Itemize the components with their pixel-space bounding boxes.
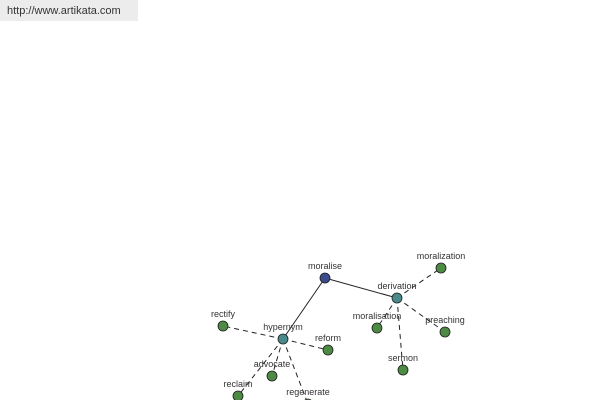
site-url-link[interactable]: http://www.artikata.com xyxy=(7,5,121,17)
graph-node-advocate[interactable]: advocate xyxy=(254,359,291,382)
edge-hypernym-reclaim xyxy=(237,338,284,397)
graph-node-reform[interactable]: reform xyxy=(315,333,341,356)
graph-node-moralise[interactable]: moralise xyxy=(308,261,342,284)
node-dot-moralization[interactable] xyxy=(435,262,447,274)
graph-node-moralization[interactable]: moralization xyxy=(417,251,466,274)
graph-node-hypernym[interactable]: hypernym xyxy=(263,322,303,345)
node-label-moralise: moralise xyxy=(308,261,342,271)
node-dot-rectify[interactable] xyxy=(217,320,229,332)
url-bar: http://www.artikata.com xyxy=(0,0,138,21)
node-label-derivation: derivation xyxy=(377,281,416,291)
edge-derivation-moralisation xyxy=(376,297,398,329)
graph-node-rectify[interactable]: rectify xyxy=(211,309,236,332)
node-label-reform: reform xyxy=(315,333,341,343)
edge-hypernym-regenerate xyxy=(282,338,307,400)
node-dot-reform[interactable] xyxy=(322,344,334,356)
edge-moralise-hypernym xyxy=(282,277,326,340)
node-label-hypernym: hypernym xyxy=(263,322,303,332)
node-dot-advocate[interactable] xyxy=(266,370,278,382)
node-label-sermon: sermon xyxy=(388,353,418,363)
edge-hypernym-advocate xyxy=(271,338,284,377)
graph-node-preaching[interactable]: preaching xyxy=(425,315,465,338)
graph-node-derivation[interactable]: derivation xyxy=(377,281,417,304)
edge-hypernym-reform xyxy=(282,338,329,351)
graph-node-moralisation[interactable]: moralisation xyxy=(353,311,402,334)
node-label-moralisation: moralisation xyxy=(353,311,402,321)
node-label-advocate: advocate xyxy=(254,359,291,369)
node-dot-moralisation[interactable] xyxy=(371,322,383,334)
node-label-preaching: preaching xyxy=(425,315,465,325)
node-dot-moralise[interactable] xyxy=(319,272,331,284)
node-label-regenerate: regenerate xyxy=(286,387,330,397)
graph-node-reclaim[interactable]: reclaim xyxy=(223,379,253,400)
graph-node-regenerate[interactable]: regenerate xyxy=(286,387,330,400)
node-dot-derivation[interactable] xyxy=(391,292,403,304)
node-label-rectify: rectify xyxy=(211,309,236,319)
edge-hypernym-rectify xyxy=(222,325,284,340)
edge-derivation-preaching xyxy=(396,297,446,333)
graph-edges xyxy=(222,267,446,400)
node-dot-sermon[interactable] xyxy=(397,364,409,376)
graph-nodes: moralise derivation hypernym moralization mo… xyxy=(211,251,465,400)
node-dot-preaching[interactable] xyxy=(439,326,451,338)
node-dot-hypernym[interactable] xyxy=(277,333,289,345)
node-label-reclaim: reclaim xyxy=(223,379,252,389)
edge-moralise-derivation xyxy=(324,277,398,299)
graph-node-sermon[interactable]: sermon xyxy=(388,353,418,376)
node-dot-reclaim[interactable] xyxy=(232,390,244,400)
node-label-moralization: moralization xyxy=(417,251,466,261)
edge-derivation-sermon xyxy=(396,297,404,371)
